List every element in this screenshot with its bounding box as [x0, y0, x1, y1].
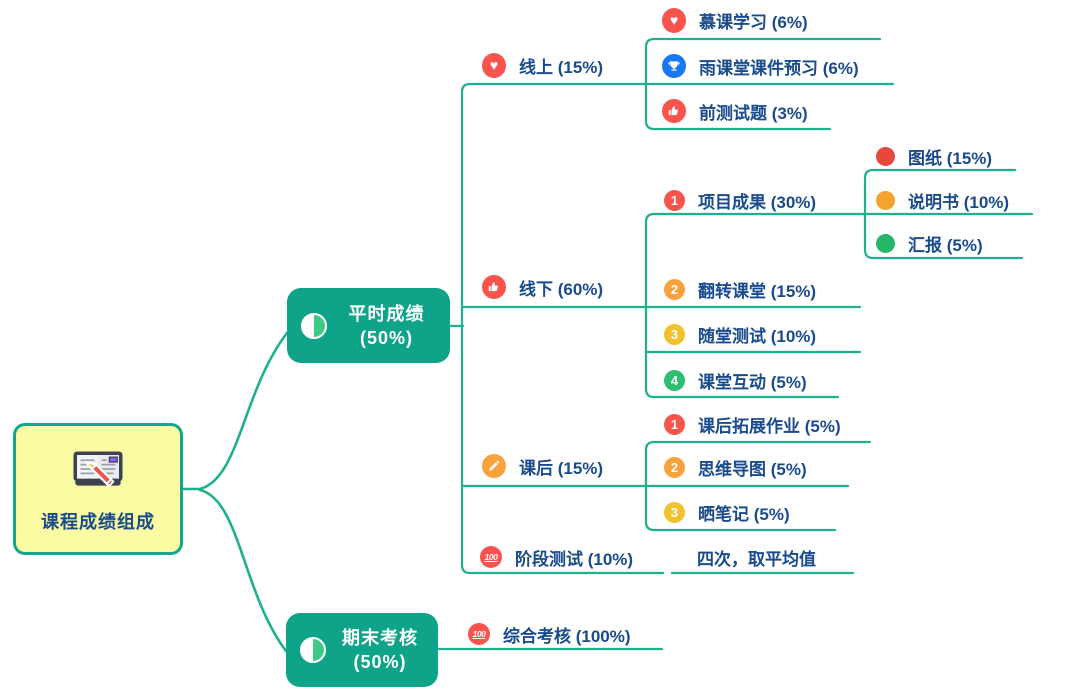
trophy-icon — [662, 54, 686, 78]
hundred-points-icon: 100 — [468, 623, 490, 645]
topic-project-results[interactable]: 1 项目成果 (30%) — [664, 185, 816, 215]
topic-flipped-classroom[interactable]: 2 翻转课堂 (15%) — [664, 274, 816, 304]
topic-mooc[interactable]: ♥ 慕课学习 (6%) — [662, 5, 808, 35]
topic-extended-homework[interactable]: 1 课后拓展作业 (5%) — [664, 409, 841, 439]
number-3-icon: 3 — [664, 501, 685, 523]
topic-stage-test[interactable]: 100 阶段测试 (10%) — [480, 542, 633, 572]
branch-topic-label: 期末考核(50%) — [342, 628, 418, 672]
branch-topic-label: 平时成绩(50%) — [348, 303, 425, 348]
root-topic[interactable]: 课程成绩组成 — [13, 423, 183, 555]
topic-after-class[interactable]: 课后 (15%) — [482, 451, 603, 481]
hundred-points-icon: 100 — [480, 546, 502, 568]
topic-share-notes[interactable]: 3 晒笔记 (5%) — [664, 497, 790, 527]
number-2-icon: 2 — [664, 278, 685, 300]
half-circle-icon — [301, 312, 327, 339]
orange-dot-icon — [876, 190, 895, 210]
half-circle-icon — [300, 637, 326, 663]
curve-root-to-branch2 — [198, 488, 288, 653]
topic-in-class-quiz[interactable]: 3 随堂测试 (10%) — [664, 319, 816, 349]
topic-mind-map-homework[interactable]: 2 思维导图 (5%) — [664, 452, 807, 482]
heart-icon: ♥ — [662, 7, 686, 33]
root-topic-label: 课程成绩组成 — [41, 511, 155, 532]
topic-class-interaction[interactable]: 4 课堂互动 (5%) — [664, 365, 807, 395]
offline-children-bracket — [644, 212, 1034, 399]
branch-topic-regular-grade[interactable]: 平时成绩(50%) — [287, 288, 450, 363]
number-4-icon: 4 — [664, 369, 685, 391]
topic-offline[interactable]: 线下 (60%) — [482, 272, 603, 302]
branch-topic-final-exam[interactable]: 期末考核(50%) — [286, 613, 438, 687]
online-children-bracket — [644, 37, 882, 131]
red-dot-icon — [876, 146, 895, 166]
topic-report[interactable]: 汇报 (5%) — [876, 228, 983, 258]
topic-manual[interactable]: 说明书 (10%) — [876, 185, 1009, 215]
project-children-bracket — [863, 168, 1024, 260]
number-1-icon: 1 — [664, 189, 685, 211]
thumbs-up-icon — [662, 99, 686, 123]
number-2-icon: 2 — [664, 456, 685, 478]
topic-drawing[interactable]: 图纸 (15%) — [876, 141, 992, 171]
green-dot-icon — [876, 233, 895, 253]
topic-rain-classroom[interactable]: 雨课堂课件预习 (6%) — [662, 51, 859, 81]
number-3-icon: 3 — [664, 323, 685, 345]
number-1-icon: 1 — [664, 413, 685, 435]
pencil-icon — [482, 454, 506, 478]
branch1-trunk-line — [460, 82, 895, 575]
curve-root-to-branch1 — [198, 331, 289, 491]
topic-stage-test-note[interactable]: 四次，取平均值 — [697, 549, 816, 569]
book-pencil-icon — [70, 445, 126, 498]
topic-comprehensive-exam[interactable]: 100 综合考核 (100%) — [468, 619, 631, 649]
topic-online[interactable]: ♥ 线上 (15%) — [482, 50, 603, 80]
after-children-bracket — [644, 440, 872, 532]
topic-pretest[interactable]: 前测试题 (3%) — [662, 96, 808, 126]
thumbs-up-icon — [482, 275, 506, 299]
heart-icon: ♥ — [482, 52, 506, 78]
